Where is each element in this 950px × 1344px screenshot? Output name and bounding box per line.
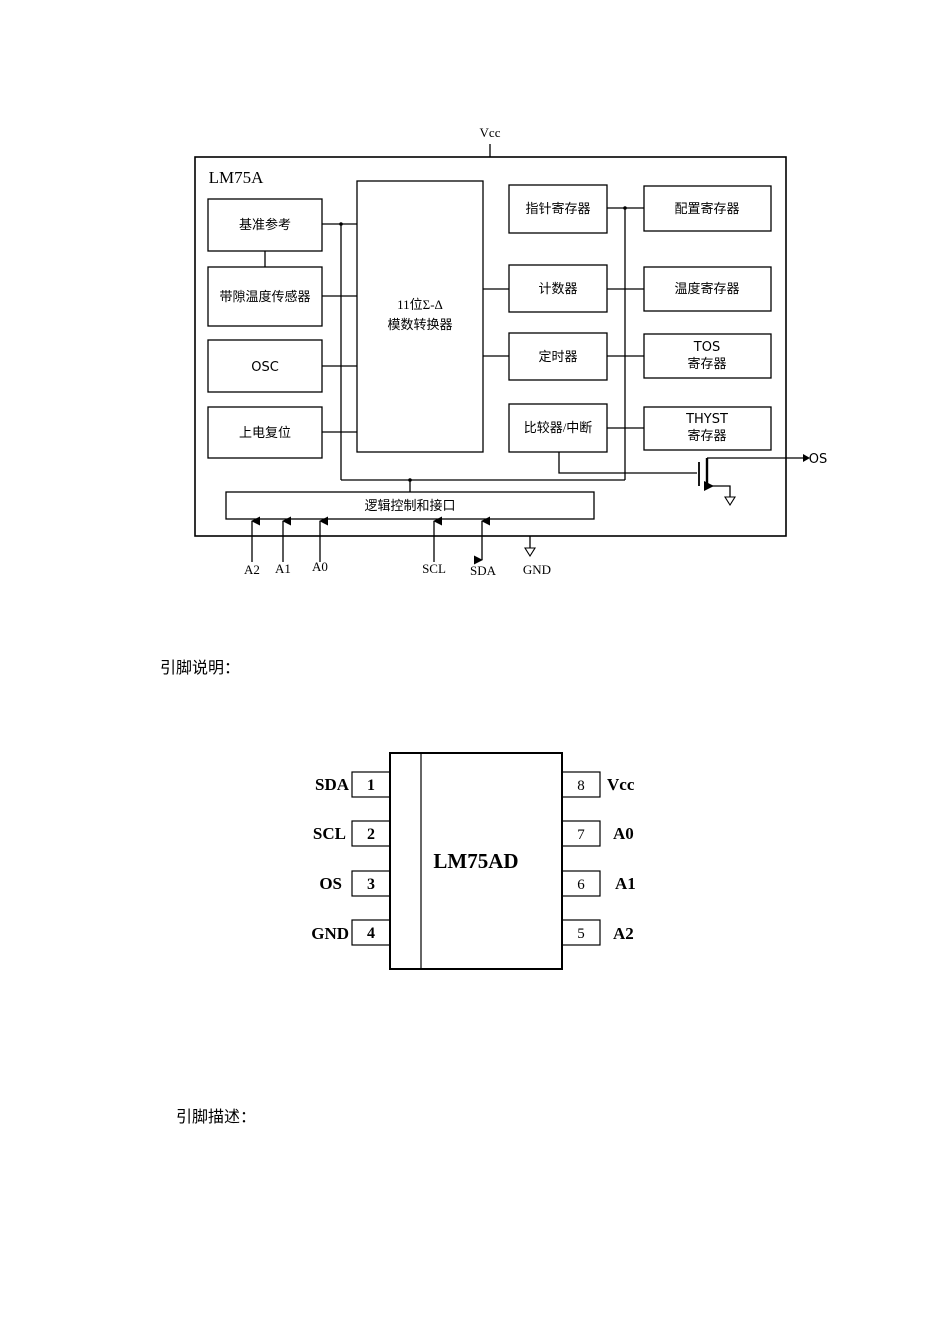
pin-os-label: OS [809,452,827,467]
package-body [389,752,563,970]
pin8-name: Vcc [607,775,635,794]
config-label: 配置寄存器 [674,201,739,216]
por-label: 上电复位 [239,425,291,440]
bandgap-label: 带隙温度传感器 [219,289,310,304]
pin-a1-label: A1 [275,561,291,576]
vcc-label: Vcc [480,125,501,140]
pin4-num: 4 [367,925,375,942]
pin2-num: 2 [367,826,375,843]
mosfet-arrow-icon [704,481,714,491]
wire-mosfet-gnd [707,485,731,497]
pin4-box [351,919,391,946]
pin1-num: 1 [367,777,375,794]
comparator-label: 比较器/中断 [524,420,593,435]
pin6-box [561,870,601,897]
pin6-name: A1 [615,874,636,893]
pin4-name: GND [311,924,349,943]
pin-scl-label: SCL [422,561,446,576]
pin2-name: SCL [313,824,346,843]
pin-detail-caption: 引脚描述： [176,1107,257,1126]
pin-a0-label: A0 [312,559,328,574]
pin5-name: A2 [613,924,634,943]
pin3-num: 3 [367,876,375,893]
block-pointer [508,184,608,234]
pointer-label: 指针寄存器 [525,201,590,216]
counter-label: 计数器 [538,281,577,296]
tos-label-line2: 寄存器 [687,356,726,371]
junction-dots [339,206,627,482]
adc-label-line2: 模数转换器 [387,317,452,332]
pin5-box [561,919,601,946]
pin7-name: A0 [613,824,634,843]
gnd-pin-icon [524,547,536,558]
pin-gnd-label: GND [523,562,551,577]
thyst-label-line2: 寄存器 [687,428,726,443]
package-part-name: LM75AD [433,849,518,873]
pin6-num: 6 [577,877,585,893]
pin1-name: SDA [315,775,350,794]
pin7-box [561,820,601,847]
pin1-box [351,771,391,798]
os-arrow-icon [803,454,810,462]
pin3-box [351,870,391,897]
pin8-num: 8 [577,778,585,794]
wire-comp-transistor [558,452,697,474]
ref-label: 基准参考 [239,217,291,232]
osc-label: OSC [251,360,279,375]
adc-label-line1: 11位Σ-Δ [397,297,443,312]
temp-label: 温度寄存器 [674,281,739,296]
package-drawing [351,752,601,970]
pin-description-caption: 引脚说明： [160,658,241,677]
chip-name-label: LM75A [209,168,265,187]
block-adc [356,180,484,453]
pin3-name: OS [319,874,342,893]
ground-symbol-icon [724,496,736,507]
pin5-num: 5 [577,926,585,942]
pin7-num: 7 [577,827,585,843]
pin2-box [351,820,391,847]
chip-outline [194,156,787,537]
tos-label-line1: TOS [693,340,720,355]
timer-label: 定时器 [538,349,577,364]
pin8-box [561,771,601,798]
logic-label: 逻辑控制和接口 [364,498,455,513]
thyst-label-line1: THYST [685,412,728,427]
pin-a2-label: A2 [244,562,260,577]
pin-sda-label: SDA [470,563,497,578]
